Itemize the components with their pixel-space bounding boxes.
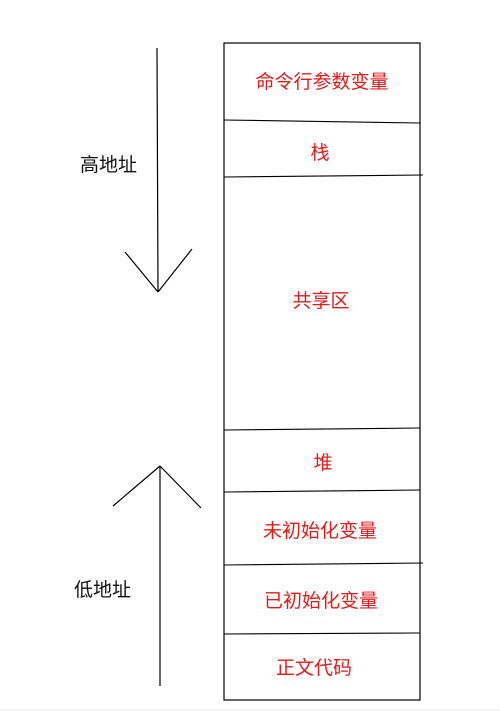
divider-data-text	[223, 632, 421, 635]
divider-stack-shared	[223, 174, 424, 178]
segment-label-heap: 堆	[313, 452, 332, 474]
segment-label-data: 已初始化变量	[264, 590, 378, 612]
divider-heap-bss	[223, 489, 421, 493]
divider-bss-data	[223, 562, 424, 566]
segment-label-shared: 共享区	[292, 290, 349, 312]
divider-shared-heap	[223, 427, 421, 431]
segment-label-stack: 栈	[310, 142, 329, 164]
segment-label-cmdline: 命令行参数变量	[255, 71, 388, 93]
high-address-label: 高地址	[80, 154, 137, 176]
up-arrow-icon	[112, 465, 202, 686]
down-arrow-icon	[124, 47, 193, 293]
segment-label-bss: 未初始化变量	[263, 520, 377, 542]
segment-label-text: 正文代码	[276, 657, 352, 679]
divider-cmdline-stack	[223, 119, 421, 124]
memory-box	[223, 42, 421, 701]
low-address-label: 低地址	[74, 579, 131, 601]
